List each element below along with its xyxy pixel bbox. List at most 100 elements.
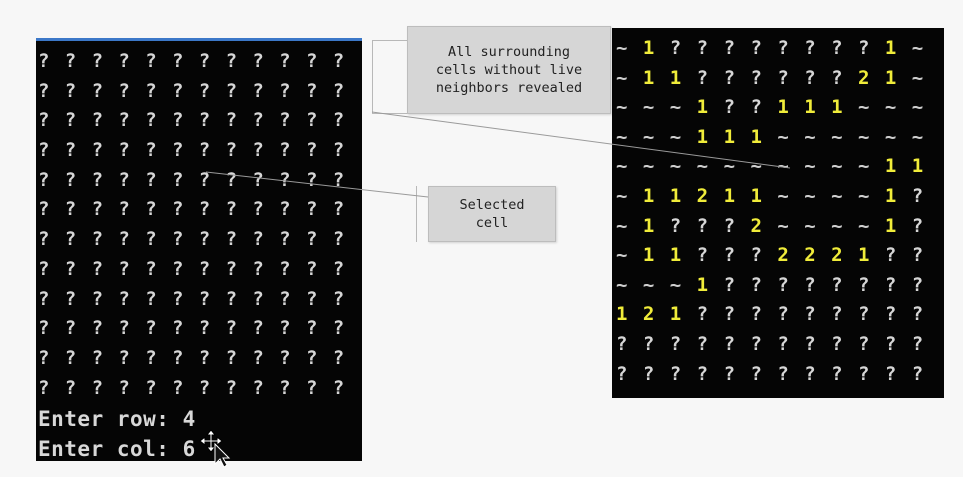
revealed-board-cell: ~ — [616, 273, 628, 296]
revealed-board-cell: 1 — [696, 273, 709, 296]
revealed-board-cell: 1 — [804, 96, 816, 119]
enter-col-prompt[interactable]: Enter col: 6 — [38, 437, 196, 461]
hidden-board-cell: ? — [332, 317, 345, 340]
revealed-board-cell: 1 — [669, 66, 682, 89]
hidden-board-cell: ? — [38, 79, 50, 102]
hidden-board-cell: ? — [64, 257, 77, 280]
revealed-board-cell: ? — [777, 362, 789, 385]
revealed-board-cell: ? — [696, 332, 709, 355]
hidden-board-cell: ? — [332, 257, 345, 280]
hidden-board-cell: ? — [64, 287, 77, 310]
revealed-board-cell: 1 — [777, 96, 789, 119]
hidden-board-cell: ? — [118, 139, 130, 162]
hidden-board-cell: ? — [118, 287, 130, 310]
hidden-board-cell: ? — [64, 79, 77, 102]
hidden-board-cell: ? — [64, 50, 77, 72]
revealed-board-cell: ? — [723, 244, 736, 267]
revealed-board-cell: ? — [723, 214, 736, 237]
hidden-board-cell: ? — [64, 139, 77, 162]
hidden-board-cell: ? — [305, 287, 318, 310]
hidden-board-cell: ? — [252, 228, 264, 251]
revealed-board-cell: ? — [831, 303, 843, 326]
revealed-board-cell: 2 — [696, 184, 709, 207]
hidden-board-cell: ? — [91, 50, 104, 72]
hidden-board-cell: ? — [171, 79, 184, 102]
hidden-board-cell: ? — [252, 79, 264, 102]
hidden-board-cell: ? — [171, 139, 184, 162]
hidden-board-cell: ? — [225, 317, 238, 340]
hidden-board-cell: ? — [252, 257, 264, 280]
hidden-board-cell: ? — [145, 168, 157, 191]
revealed-board-cell: 1 — [911, 155, 924, 178]
revealed-board-cell: ? — [696, 214, 709, 237]
revealed-board-cell: ? — [696, 362, 709, 385]
revealed-board-cell: ? — [804, 332, 816, 355]
revealed-board-cell: ? — [911, 362, 924, 385]
hidden-board-cell: ? — [118, 376, 130, 399]
revealed-board-cell: ? — [884, 303, 897, 326]
revealed-board-cell: ~ — [777, 125, 789, 148]
hidden-board-cell: ? — [252, 346, 264, 369]
revealed-board-cell: ? — [696, 37, 709, 59]
revealed-board-cell: ~ — [616, 66, 628, 89]
callout-revealed-cells: All surrounding cells without live neigh… — [407, 26, 611, 114]
revealed-board-cell: ~ — [858, 214, 870, 237]
hidden-board-cell: ? — [38, 376, 50, 399]
revealed-board-cell: ? — [804, 362, 816, 385]
hidden-board-cell: ? — [171, 317, 184, 340]
hidden-board-cell: ? — [171, 376, 184, 399]
hidden-board-cell: ? — [64, 317, 77, 340]
hidden-board-cell: ? — [198, 139, 211, 162]
pointer-line-selected — [205, 171, 429, 198]
revealed-board-cell: ? — [911, 184, 924, 207]
revealed-board-cell: ? — [777, 303, 789, 326]
hidden-board-cell: ? — [145, 50, 157, 72]
revealed-board-cell: ? — [696, 244, 709, 267]
hidden-board-cell: ? — [145, 287, 157, 310]
revealed-board-cell: 1 — [884, 214, 897, 237]
revealed-board-cell: 1 — [884, 155, 897, 178]
revealed-board-cell: 1 — [669, 244, 682, 267]
revealed-board-cell: ? — [884, 362, 897, 385]
hidden-board-cell: ? — [225, 376, 238, 399]
revealed-board-cell: ~ — [616, 155, 628, 178]
revealed-board-cell: ~ — [831, 155, 843, 178]
hidden-board-cell: ? — [91, 198, 104, 221]
hidden-board-cell: ? — [198, 376, 211, 399]
revealed-board-cell: ~ — [911, 37, 924, 59]
revealed-board-cell: ~ — [777, 184, 789, 207]
hidden-board-cell: ? — [145, 79, 157, 102]
revealed-board-cell: ? — [884, 273, 897, 296]
hidden-board-cell: ? — [252, 198, 264, 221]
hidden-board-cell: ? — [279, 198, 291, 221]
revealed-board-cell: 1 — [750, 184, 762, 207]
revealed-board-cell: ? — [669, 362, 682, 385]
hidden-board-cell: ? — [64, 198, 77, 221]
console-window-input[interactable]: ????????????????????????????????????????… — [36, 38, 362, 461]
revealed-board-cell: ? — [723, 362, 736, 385]
hidden-board-cell: ? — [305, 376, 318, 399]
hidden-board-cell: ? — [171, 257, 184, 280]
revealed-board-cell: ? — [750, 303, 762, 326]
hidden-board-cell: ? — [305, 228, 318, 251]
revealed-board-cell: ~ — [831, 184, 843, 207]
revealed-board-cell: ? — [616, 362, 628, 385]
hidden-board-cell: ? — [64, 376, 77, 399]
revealed-board-cell: ? — [750, 66, 762, 89]
revealed-board-cell: ~ — [616, 96, 628, 119]
revealed-board-cell: ? — [858, 362, 870, 385]
hidden-board-cell: ? — [118, 50, 130, 72]
callout-bracket-selected — [416, 186, 427, 242]
hidden-board-cell: ? — [145, 109, 157, 132]
hidden-board-cell: ? — [91, 317, 104, 340]
hidden-board-cell: ? — [225, 79, 238, 102]
revealed-board-cell: ? — [911, 332, 924, 355]
hidden-board-cell: ? — [305, 317, 318, 340]
revealed-board-cell: ? — [750, 273, 762, 296]
revealed-board-cell: ? — [777, 66, 789, 89]
hidden-board-cell: ? — [91, 228, 104, 251]
hidden-board-cell: ? — [252, 168, 264, 191]
hidden-board-cell: ? — [171, 198, 184, 221]
hidden-board-cell: ? — [38, 109, 50, 132]
